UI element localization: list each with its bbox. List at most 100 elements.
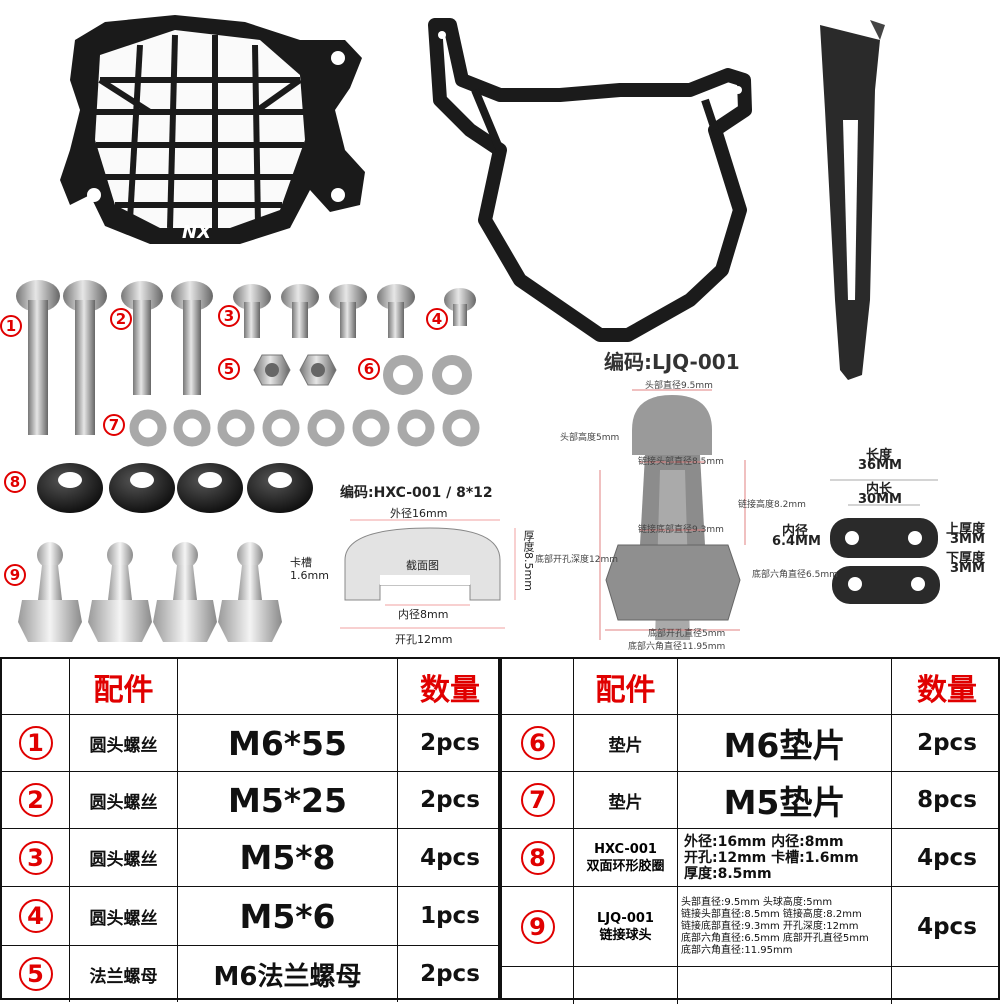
header-part-right: 配件 [574,659,678,715]
row-spec-detail: 头部直径:9.5mm 头球高度:5mm 链接头部直径:8.5mm 链接高度:8.… [678,887,892,967]
row-spec: M5*6 [178,887,398,946]
row-qty: 2pcs [398,772,502,829]
row-qty: 2pcs [420,961,480,987]
row-number: 6 [520,726,555,760]
row-part-name: 垫片 [574,772,678,829]
row-spec: M5*25 [178,772,398,829]
row-number: 2 [18,783,53,817]
empty-cell [574,967,678,1004]
spacer-plates [830,479,940,604]
row-qty: 2pcs [398,715,502,772]
header-qty-right: 数量 [892,659,1000,715]
row-part-name: HXC-001 双面环形胶圈 [574,829,678,887]
row-number: 3 [18,840,53,875]
row-qty: 1pcs [398,887,502,946]
marker-6: 6 [358,358,380,380]
ball-link-height-label: 链接高度8.2mm [738,500,806,510]
spec-line: 底部六角直径:6.5mm 底部开孔直径5mm [681,932,869,944]
spacer-inner-dia-title: 内径 [782,524,809,539]
headlight-grille [60,15,365,244]
row-qty: 4pcs [892,829,1000,887]
grommet-hole-label: 开孔12mm [395,633,453,646]
spacer-inner-length-title: 内长 [866,482,893,497]
row-part-name: 法兰螺母 [70,946,178,1002]
spacer-bottom-thick-value: 3MM [950,561,985,576]
ball-hex-corner-label: 底部六角直径11.95mm [628,642,726,652]
row-part-name: 圆头螺丝 [70,887,178,946]
grommet-inner-label: 内径8mm [398,608,449,621]
empty-cell [892,967,1000,1004]
part-desc: 链接球头 [599,927,652,943]
row-qty: 4pcs [398,829,502,887]
row-number: 1 [18,726,53,760]
header-qty-left: 数量 [398,659,502,715]
grommet-code: 编码:HXC-001 / 8*12 [340,485,493,501]
spacer-inner-length-value: 30MM [858,492,902,507]
screws-m5x8 [233,284,415,338]
row-spec-detail: 外径:16mm 内径:8mm 开孔:12mm 卡槽:1.6mm 厚度:8.5mm [678,829,892,887]
row-spec: M6*55 [178,715,398,772]
row-number: 7 [520,783,555,817]
marker-2: 2 [110,308,132,330]
row-number: 4 [18,899,53,933]
ball-head-dia-label: 头部直径9.5mm [645,381,713,391]
row-part-name: 圆头螺丝 [70,772,178,829]
marker-9: 9 [4,564,26,586]
row-part-name: 圆头螺丝 [70,715,178,772]
row-number: 9 [520,909,555,944]
ball-stud-diagram [599,389,746,640]
spacer-bottom-thick-title: 下厚度 [946,551,986,566]
spec-line: 开孔:12mm 卡槽:1.6mm [684,849,859,866]
grommet-thickness-label: 厚度8.5mm [522,530,535,591]
ball-link-head-label: 链接头部直径8.5mm [638,457,724,467]
row-spec: M6法兰螺母 [178,946,398,1002]
grommet-outer-label: 外径16mm [390,507,448,520]
spec-line: 厚度:8.5mm [684,865,772,882]
marker-8: 8 [4,471,26,493]
flange-nuts [253,354,337,386]
screw-m5x6 [444,288,476,326]
grille-logo: NX [182,222,212,243]
row-qty: 8pcs [892,772,1000,829]
grommet-section-diagram [340,519,516,629]
ball-head-height-label: 头部高度5mm [560,433,620,443]
ball-hex-dia-label: 底部六角直径6.5mm [752,570,838,580]
empty-cell [502,967,574,1004]
parts-table-right: 配件 数量 6 垫片 M6垫片 2pcs 7 垫片 M5垫片 8pcs 8 HX… [500,657,1000,1004]
marker-7: 7 [103,414,125,436]
row-qty: 2pcs [892,715,1000,772]
ball-studs [18,542,282,642]
marker-1: 1 [0,315,22,337]
row-number: 8 [520,840,555,875]
part-code: HXC-001 [594,841,657,857]
spec-line: 链接底部直径:9.3mm 开孔深度:12mm [681,920,859,932]
spacer-length-value: 36MM [858,458,902,473]
row-number: 5 [18,957,53,991]
spec-line: 头部直径:9.5mm 头球高度:5mm [681,896,833,908]
row-part-name: LJQ-001 链接球头 [574,887,678,967]
grommet-section-label: 截面图 [406,559,439,572]
parts-table: 配件 数量 1 圆头螺丝 M6*55 2pcs 2 圆头螺丝 M5*25 2pc… [0,657,1000,1004]
marker-4: 4 [426,308,448,330]
row-qty: 4pcs [892,887,1000,967]
hardware-illustration: NX [16,15,940,642]
spec-line: 外径:16mm 内径:8mm [684,833,844,850]
spacer-top-thick-title: 上厚度 [946,522,986,537]
screws-m6x55 [16,280,107,435]
marker-5: 5 [218,358,240,380]
ball-link-bottom-label: 链接底部直径9.3mm [638,525,724,535]
marker-3: 3 [218,305,240,327]
row-part-name: 圆头螺丝 [70,829,178,887]
row-spec: M5垫片 [678,772,892,829]
product-photo-area: NX [0,15,986,652]
spacer-inner-dia-value: 6.4MM [772,534,821,549]
spacer-top-thick-value: 3MM [950,532,985,547]
washers-m6 [383,355,472,395]
bracket-code: 编码:LJQ-001 [604,350,740,374]
parts-table-left: 配件 数量 1 圆头螺丝 M6*55 2pcs 2 圆头螺丝 M5*25 2pc… [0,657,502,1002]
spacer-length-title: 长度 [866,448,893,463]
spec-line: 底部六角直径:11.95mm [681,944,793,956]
ball-hole-depth-label: 底部开孔深度12mm [535,555,618,565]
spec-line: 链接头部直径:8.5mm 链接高度:8.2mm [681,908,862,920]
part-code: LJQ-001 [597,910,654,926]
